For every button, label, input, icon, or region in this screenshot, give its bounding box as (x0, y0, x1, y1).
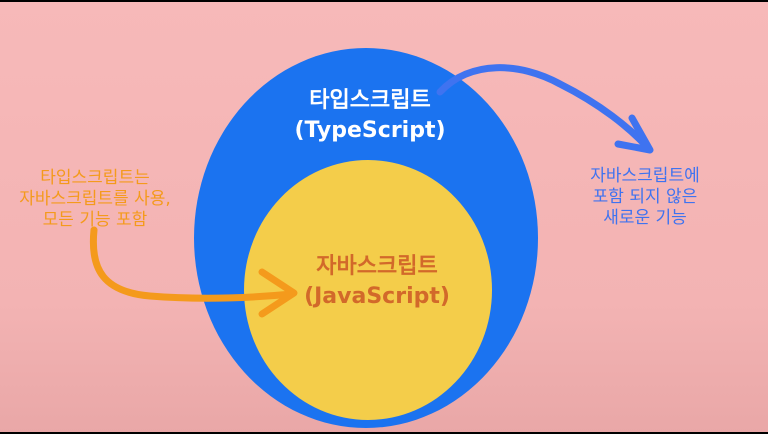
left-annotation: 타입스크립트는 자바스크립트를 사용, 모든 기능 포함 (19, 168, 171, 230)
javascript-label: 자바스크립트 (JavaScript) (304, 254, 450, 309)
typescript-label: 타입스크립트 (TypeScript) (294, 88, 446, 143)
right-arrow (436, 64, 652, 152)
right-annotation: 자바스크립트에 포함 되지 않은 새로운 기능 (590, 166, 700, 228)
top-border-line (0, 0, 768, 2)
left-arrow (89, 226, 296, 302)
javascript-circle (244, 160, 492, 420)
bottom-border-line (0, 432, 768, 434)
left-arrow-head (258, 268, 298, 318)
right-arrow-head (614, 114, 654, 154)
